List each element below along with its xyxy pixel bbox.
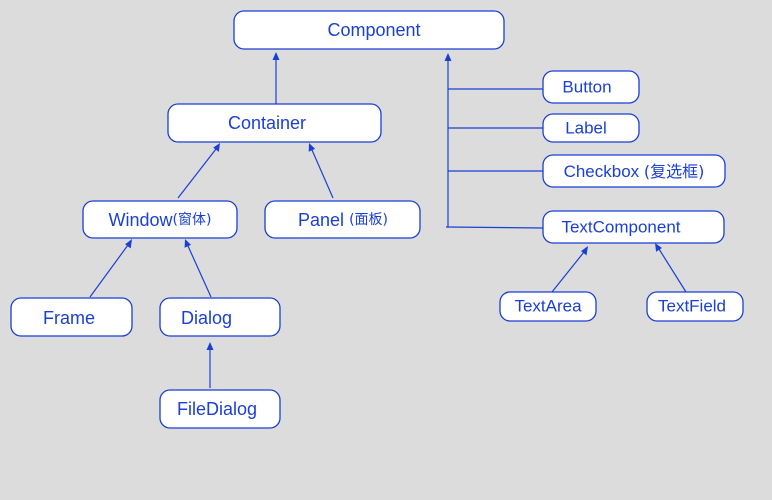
node-dialog: Dialog — [159, 297, 281, 337]
node-frame-label: Frame — [43, 308, 95, 328]
arrowhead-icon — [655, 243, 662, 252]
edges — [89, 52, 687, 388]
node-frame-box — [10, 297, 133, 337]
arrowhead-icon — [308, 143, 316, 152]
node-checkbox-box — [542, 154, 726, 188]
node-checkbox-note: (复选框) — [644, 162, 705, 181]
node-window-box — [82, 200, 238, 239]
node-panel: Panel (面板) — [264, 200, 421, 239]
node-component: Component — [233, 10, 505, 50]
edge-textfield-to-textcomponent — [658, 248, 687, 293]
node-dialog-label: Dialog — [181, 308, 232, 328]
node-filedialog-box — [159, 389, 281, 429]
node-textcomponent-box — [542, 210, 725, 244]
node-textarea-label: TextArea — [514, 297, 582, 316]
node-panel-label: Panel (面板) — [298, 210, 388, 230]
node-textfield: TextField — [646, 291, 744, 322]
node-textcomponent: TextComponent — [542, 210, 725, 244]
node-window-name: Window — [109, 210, 174, 230]
node-dialog-box — [159, 297, 281, 337]
node-panel-note: (面板) — [349, 212, 388, 228]
node-window: Window(窗体) — [82, 200, 238, 239]
arrowhead-icon — [184, 239, 191, 248]
edge-panel-to-container — [311, 149, 334, 199]
node-container-label: Container — [228, 113, 306, 133]
edge-frame-to-window — [89, 244, 129, 298]
node-button-label: Button — [562, 78, 611, 97]
arrowhead-icon — [213, 143, 220, 152]
node-panel-box — [264, 200, 421, 239]
node-checkbox-name: Checkbox — [564, 162, 640, 181]
node-filedialog-label: FileDialog — [177, 399, 257, 419]
node-container: Container — [167, 103, 382, 143]
node-window-note: (窗体) — [173, 211, 212, 228]
node-component-label: Component — [327, 20, 420, 40]
node-container-box — [167, 103, 382, 143]
node-textcomponent-label: TextComponent — [561, 218, 680, 237]
edge-window-to-container — [177, 148, 217, 199]
node-window-label: Window(窗体) — [109, 210, 212, 230]
edge-dialog-to-window — [187, 245, 212, 298]
node-label-label: Label — [565, 119, 607, 138]
node-textfield-box — [646, 291, 744, 322]
node-textfield-label: TextField — [658, 297, 726, 316]
arrowhead-icon — [125, 239, 132, 249]
node-textarea-box — [499, 291, 597, 322]
node-textarea: TextArea — [499, 291, 597, 322]
node-checkbox-label: Checkbox (复选框) — [564, 162, 705, 181]
arrowhead-icon — [444, 53, 452, 61]
node-panel-name: Panel — [298, 210, 344, 230]
node-label: Label — [542, 113, 640, 143]
arrowhead-icon — [206, 342, 214, 350]
node-frame: Frame — [10, 297, 133, 337]
arrowhead-icon — [272, 52, 280, 60]
node-button-box — [542, 70, 640, 104]
arrowhead-icon — [581, 246, 588, 256]
edge-textarea-to-textcomponent — [551, 251, 585, 293]
node-filedialog: FileDialog — [159, 389, 281, 429]
node-checkbox: Checkbox (复选框) — [542, 154, 726, 188]
node-component-box — [233, 10, 505, 50]
node-label-box — [542, 113, 640, 143]
node-button: Button — [542, 70, 640, 104]
edge-textcomponent-to-component — [445, 226, 544, 229]
